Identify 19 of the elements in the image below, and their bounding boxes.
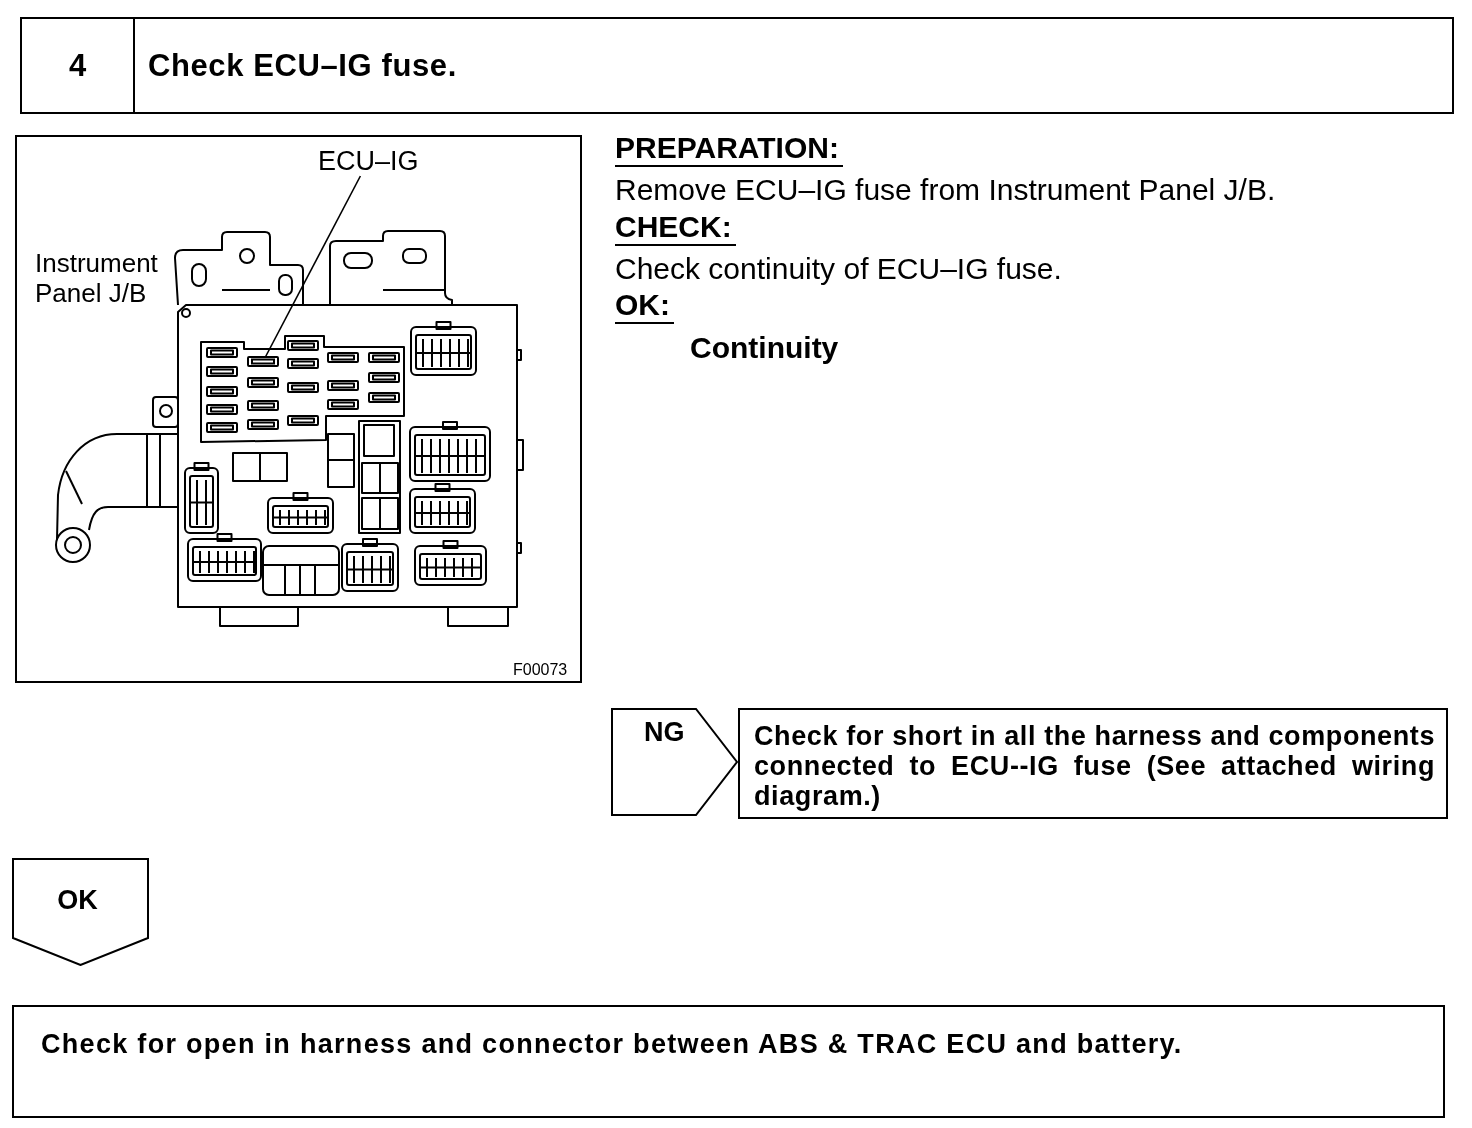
instruction-box: Check for open in harness and connector between ABS & TRAC ECU and battery. <box>12 1005 1445 1118</box>
ng-arrow-tab: NG <box>611 708 739 816</box>
instruction-text: Check continuity of ECU–IG fuse. <box>615 252 1062 286</box>
step-title: Check ECU–IG fuse. <box>147 46 457 85</box>
callout-label: ECU–IG <box>318 146 419 176</box>
section-heading: PREPARATION: <box>615 131 843 167</box>
instruction-box: Check for short in all the harness and components connected to ECU--IG fuse (See attached wiring diagram.) <box>738 708 1448 819</box>
leader-line <box>264 175 362 358</box>
fuse <box>247 356 279 367</box>
ok-arrow-tab: OK <box>12 858 149 966</box>
step-number: 4 <box>22 19 135 112</box>
expected-result: Continuity <box>690 331 839 365</box>
figure-code: F00073 <box>513 660 568 680</box>
section-heading: OK: <box>615 288 674 324</box>
step-header-box <box>20 17 1454 114</box>
part-label: Instrument Panel J/B <box>35 248 159 308</box>
instruction-text: Remove ECU–IG fuse from Instrument Panel J/B. <box>615 173 1276 207</box>
illustration-frame <box>15 135 582 683</box>
section-heading: CHECK: <box>615 210 736 246</box>
